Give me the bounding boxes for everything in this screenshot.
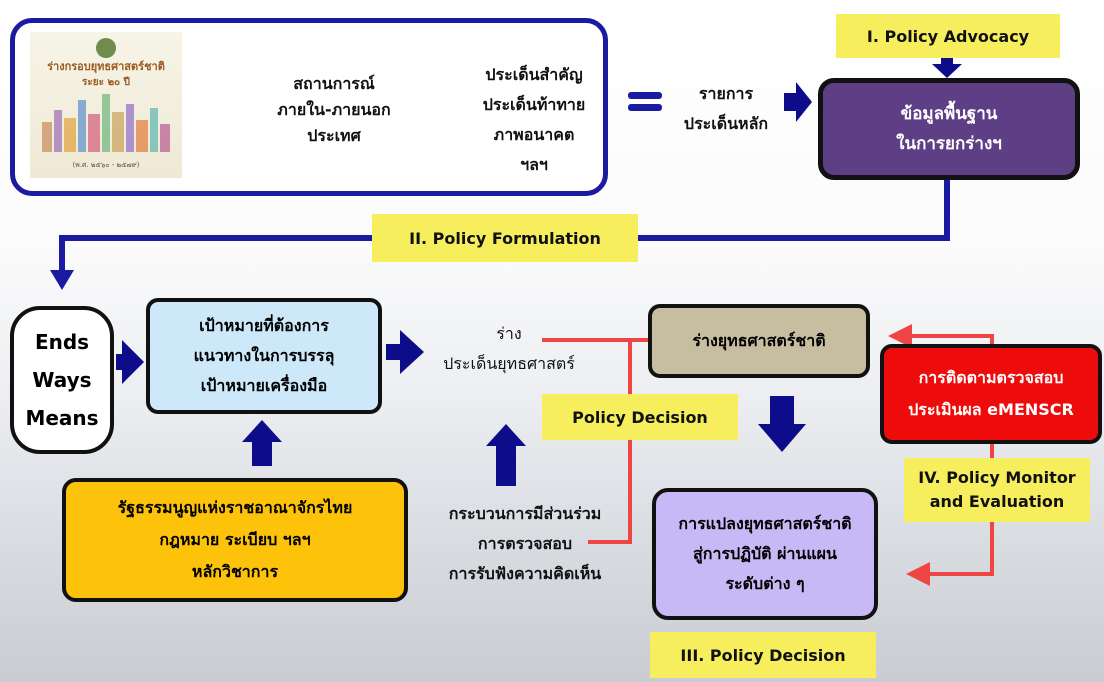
feedback-loop-top [888,324,994,348]
arrow-advocacy-down [932,58,962,78]
tag-policy-decision-final: III. Policy Decision [650,632,876,678]
participation-text: กระบวนการมีส่วนร่วม การตรวจสอบ การรับฟัง… [420,496,630,592]
draft-issues-text: ร่าง ประเด็นยุทธศาสตร์ [424,318,594,380]
main-issues-text: รายการ ประเด็นหลัก [664,76,788,142]
monitoring-line: ประเมินผล eMENSCR [908,400,1074,419]
ends-ways-means-box: Ends Ways Means [10,306,114,454]
issues-line: ฯลฯ [520,155,548,174]
baseline-line: ในการยกร่างฯ [896,134,1002,154]
equals-bar-top [628,92,662,99]
monitor-tag-line: IV. Policy Monitor [918,468,1076,487]
tag-policy-decision: Policy Decision [542,394,738,440]
decision-bracket [542,338,632,544]
baseline-data-box: ข้อมูลพื้นฐาน ในการยกร่างฯ [818,78,1080,180]
goals-line: เป้าหมายเครื่องมือ [200,376,328,395]
constitution-line: กฎหมาย ระเบียบ ฯลฯ [159,530,311,549]
skyline-icon [42,94,170,152]
implementation-line: สู่การปฏิบัติ ผ่านแผน [693,544,837,563]
tag-policy-formulation: II. Policy Formulation [372,214,638,262]
arrow-participation-up [486,424,526,486]
ways-label: Ways [32,368,92,392]
participation-line: การตรวจสอบ [477,534,573,553]
strategy-framework-poster: ร่างกรอบยุทธศาสตร์ชาติ ระยะ ๒๐ ปี (พ.ศ. … [30,32,182,178]
issues-text: ประเด็นสำคัญ ประเด็นท้าทาย ภาพอนาคต ฯลฯ [462,58,606,182]
monitoring-line: การติดตามตรวจสอบ [918,368,1064,387]
monitor-tag-line: and Evaluation [929,492,1065,511]
poster-footer: (พ.ศ. ๒๕๖๐ - ๒๕๗๙) [72,161,140,169]
goals-line: เป้าหมายที่ต้องการ [199,316,329,335]
situation-line: ภายใน-ภายนอก [277,100,391,119]
monitoring-box: การติดตามตรวจสอบ ประเมินผล eMENSCR [880,344,1102,444]
situation-text: สถานการณ์ ภายใน-ภายนอก ประเทศ [252,62,416,158]
participation-line: การรับฟังความคิดเห็น [448,564,602,583]
emblem-icon [96,38,116,58]
poster-subtitle: ระยะ ๒๐ ปี [82,77,130,88]
draft-strategy-box: ร่างยุทธศาสตร์ชาติ [648,304,870,378]
draft-issues-line: ร่าง [496,324,522,343]
constitution-box: รัฐธรรมนูญแห่งราชอาณาจักรไทย กฎหมาย ระเบ… [62,478,408,602]
baseline-line: ข้อมูลพื้นฐาน [900,104,998,124]
arrow-to-baseline [784,82,812,122]
issues-line: ประเด็นท้าทาย [482,95,586,114]
tag-policy-monitor: IV. Policy Monitor and Evaluation [904,458,1090,522]
ends-label: Ends [34,330,90,354]
constitution-line: รัฐธรรมนูญแห่งราชอาณาจักรไทย [117,498,353,517]
arrow-draft-to-implementation [758,396,806,452]
issues-line: ประเด็นสำคัญ [485,65,583,84]
poster-title: ร่างกรอบยุทธศาสตร์ชาติ [47,60,165,73]
situation-line: สถานการณ์ [293,74,375,93]
issues-line: ภาพอนาคต [493,125,575,144]
implementation-box: การแปลงยุทธศาสตร์ชาติ สู่การปฏิบัติ ผ่าน… [652,488,878,620]
means-label: Means [25,406,99,430]
goals-line: แนวทางในการบรรลุ [193,346,335,365]
implementation-line: ระดับต่าง ๆ [725,574,805,593]
formulation-arrowhead [50,270,74,290]
implementation-line: การแปลงยุทธศาสตร์ชาติ [678,514,852,533]
main-issues-line: รายการ [698,84,754,103]
tag-policy-advocacy: I. Policy Advocacy [836,14,1060,58]
constitution-line: หลักวิชาการ [191,562,279,581]
situation-line: ประเทศ [307,126,361,145]
arrow-goals-to-draft [386,330,424,374]
goals-box: เป้าหมายที่ต้องการ แนวทางในการบรรลุ เป้า… [146,298,382,414]
arrow-constitution-up [242,420,282,466]
arrow-ends-to-goals [116,340,144,384]
equals-bar-bottom [628,104,662,111]
draft-issues-line: ประเด็นยุทธศาสตร์ [443,354,575,373]
main-issues-line: ประเด็นหลัก [683,114,769,133]
participation-line: กระบวนการมีส่วนร่วม [448,504,602,523]
